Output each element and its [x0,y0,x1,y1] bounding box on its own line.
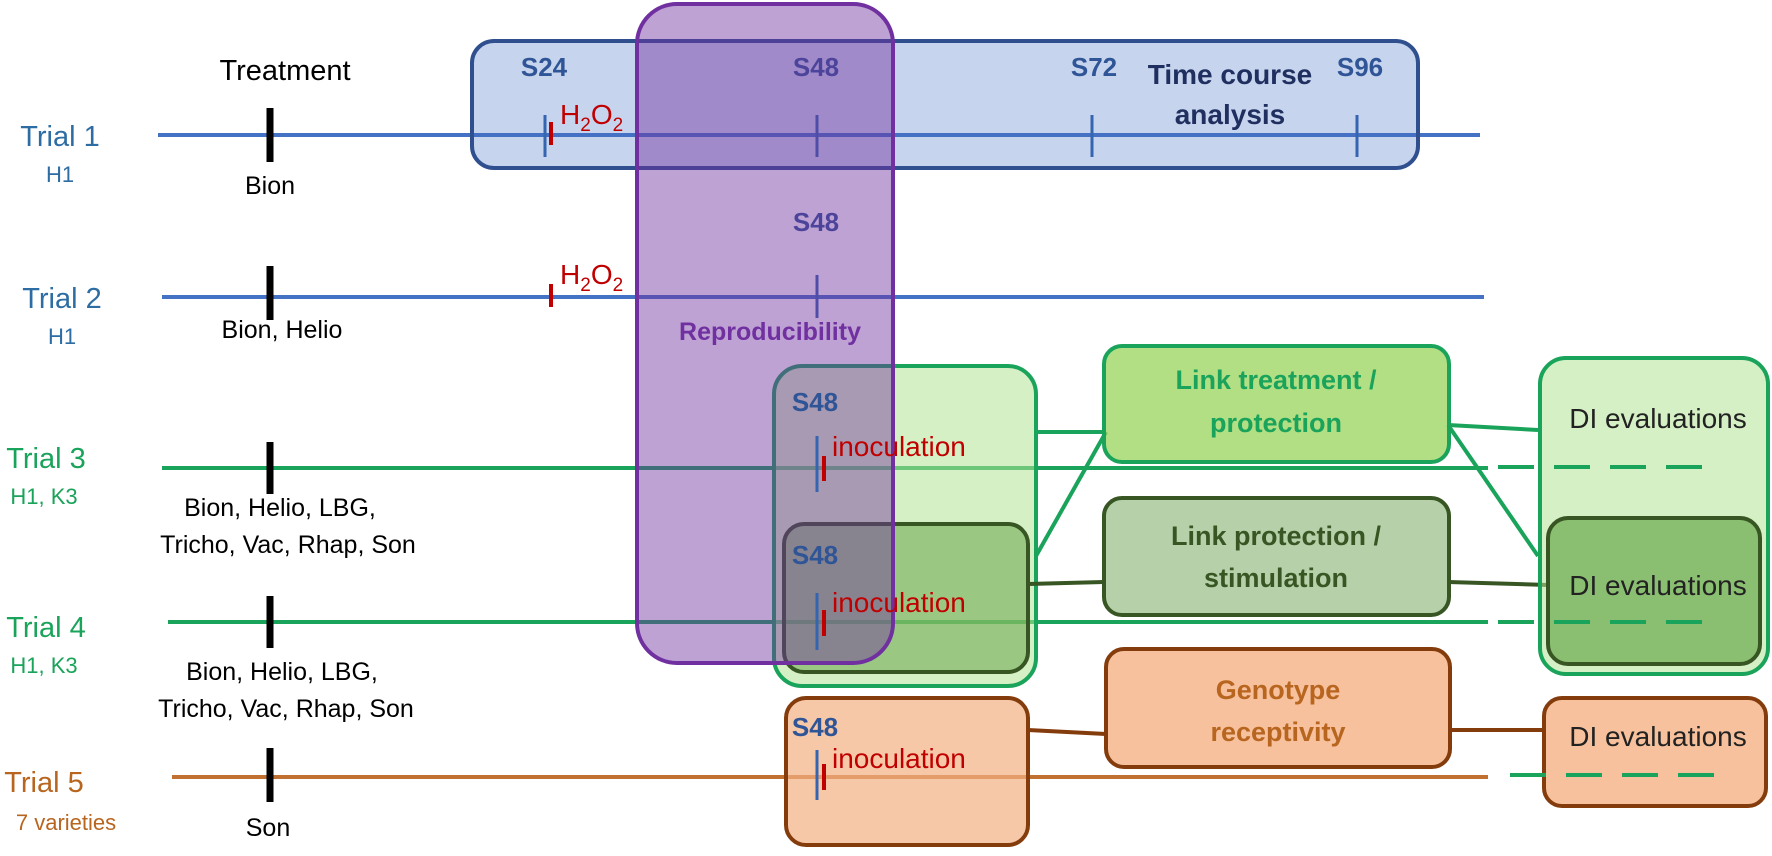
trial-4-treatment-label-line-1: Bion, Helio, LBG, [186,658,378,686]
trial-2-treatment-label: Bion, Helio [222,316,343,344]
trial-5-label: Trial 5 [4,767,84,799]
trial-4-treatment-label-line-2: Tricho, Vac, Rhap, Son [158,695,414,723]
connector-link-treatment-to-di-1 [1447,423,1539,432]
trial-3-treatment-label-line-1: Bion, Helio, LBG, [184,494,376,522]
s24-label: S24 [521,52,568,82]
di-evaluations-label-trial-5: DI evaluations [1569,721,1746,752]
h2o2-label-trial-2: H2O2 [560,259,623,296]
connector-link-treatment-to-di-2 [1446,423,1540,558]
trial-5-treatment-label: Son [246,814,290,842]
s48-label-trial-2: S48 [793,207,839,237]
di-evaluations-inner-box [1546,516,1762,666]
time-course-label-line-1: Time course [1148,59,1312,90]
link-protection-label-line-2: stimulation [1204,563,1348,593]
trial-4-box [782,522,1030,674]
genotype-label-line-2: receptivity [1210,717,1345,747]
h2o2-label-trial-1: H2O2 [560,99,623,136]
genotype-box [1104,647,1452,769]
inoculation-label-trial-5: inoculation [832,743,966,774]
trial-2-sublabel: H1 [48,324,76,349]
time-course-box [470,39,1420,170]
s48-label-trial-4: S48 [792,540,838,570]
connector-trial-5-to-genotype [1027,728,1107,736]
trial-1-treatment-label: Bion [245,172,295,200]
di-evaluations-trial-5-box [1542,696,1768,808]
trial-1-label: Trial 1 [20,121,100,153]
connector-trial-4-to-link-treatment [1034,431,1108,557]
s72-label: S72 [1071,52,1117,82]
link-protection-label-line-1: Link protection / [1171,521,1382,551]
s48-label-trial-3: S48 [792,387,838,417]
trial-5-box [784,696,1030,847]
inoculation-label-trial-3: inoculation [832,431,966,462]
trial-2-label: Trial 2 [22,283,102,315]
trial-5-sublabel: 7 varieties [16,810,116,835]
di-evaluations-label-trial-3: DI evaluations [1569,403,1746,434]
link-treatment-box [1102,344,1451,464]
reproducibility-label: Reproducibility [679,318,861,346]
di-evaluations-label-trial-4: DI evaluations [1569,570,1746,601]
trial-1-sublabel: H1 [46,162,74,187]
link-treatment-label-line-2: protection [1210,408,1342,438]
s96-label: S96 [1337,52,1383,82]
treatment-header: Treatment [219,55,350,87]
s48-label-trial-1: S48 [793,52,839,82]
trial-3-label: Trial 3 [6,443,86,475]
inoculation-label-trial-4: inoculation [832,587,966,618]
link-protection-box [1102,496,1451,617]
trial-4-sublabel: H1, K3 [10,653,77,678]
time-course-label-line-2: analysis [1175,99,1286,130]
trial-4-label: Trial 4 [6,612,86,644]
s48-label-trial-5: S48 [792,712,838,742]
connector-trial-4-to-link-protection [1027,580,1105,586]
connector-link-protection-to-di [1447,580,1549,587]
genotype-label-line-1: Genotype [1216,675,1341,705]
trial-3-sublabel: H1, K3 [10,484,77,509]
trial-3-treatment-label-line-2: Tricho, Vac, Rhap, Son [160,531,416,559]
reproducibility-box [635,2,895,665]
link-treatment-label-line-1: Link treatment / [1175,365,1377,395]
